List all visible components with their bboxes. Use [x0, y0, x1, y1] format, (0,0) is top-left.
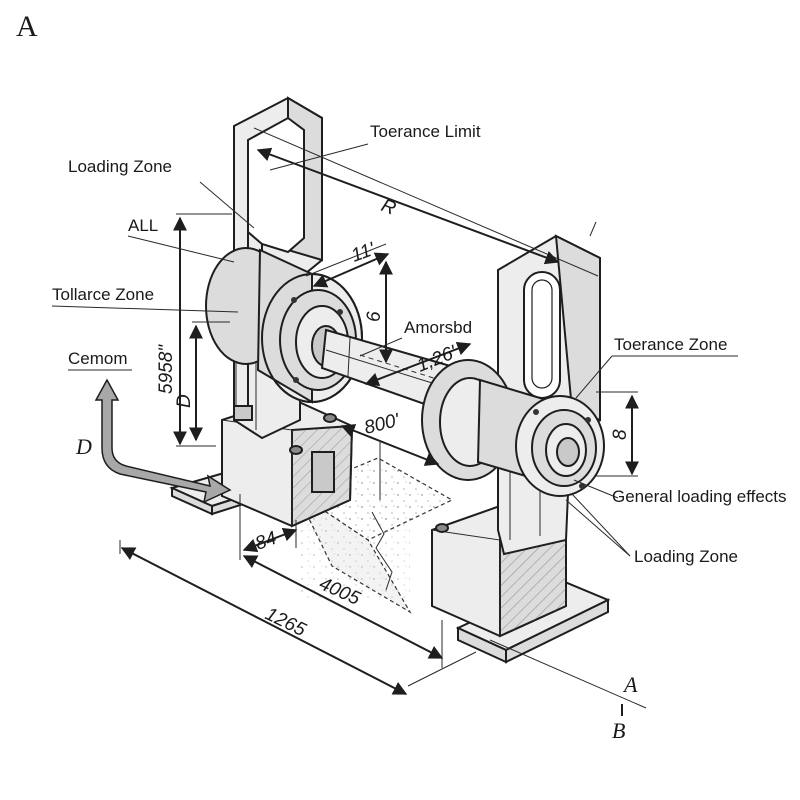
section-letter-d: D	[75, 434, 92, 459]
leader-lines	[51, 143, 738, 557]
corner-label: A	[16, 10, 38, 43]
label-general-loading-effects: General loading effects	[612, 487, 787, 506]
left-bearing-hub	[205, 247, 363, 404]
label-tollarce-zone: Tollarce Zone	[52, 285, 154, 304]
dimension-lines	[119, 127, 647, 716]
dim-11: 11'	[349, 239, 379, 267]
dim-6: 6	[364, 311, 385, 322]
dim-8: 8	[610, 429, 631, 440]
left-bolt-2	[323, 413, 337, 423]
section-letter-a: A	[622, 672, 638, 697]
cemom-arrow	[94, 378, 232, 504]
dim-800: 800'	[362, 410, 403, 439]
label-all: ALL	[128, 216, 158, 235]
label-toerance-zone: Toerance Zone	[614, 335, 727, 354]
left-bolt-1	[289, 445, 303, 455]
right-bolt-1	[435, 523, 449, 533]
label-loading-zone-bottom: Loading Zone	[634, 547, 738, 566]
label-cemom: Cemom	[68, 349, 128, 368]
dim-1265: 1265	[262, 604, 310, 642]
dim-r: R	[378, 195, 399, 220]
section-letter-b: B	[612, 718, 625, 743]
label-amorsbd: Amorsbd	[404, 318, 472, 337]
dim-5958: 5958"	[156, 344, 177, 394]
label-loading-zone-top: Loading Zone	[68, 157, 172, 176]
dim-84: 84	[253, 528, 280, 555]
dim-d: D	[174, 394, 195, 408]
label-toerance-limit: Toerance Limit	[370, 122, 481, 141]
